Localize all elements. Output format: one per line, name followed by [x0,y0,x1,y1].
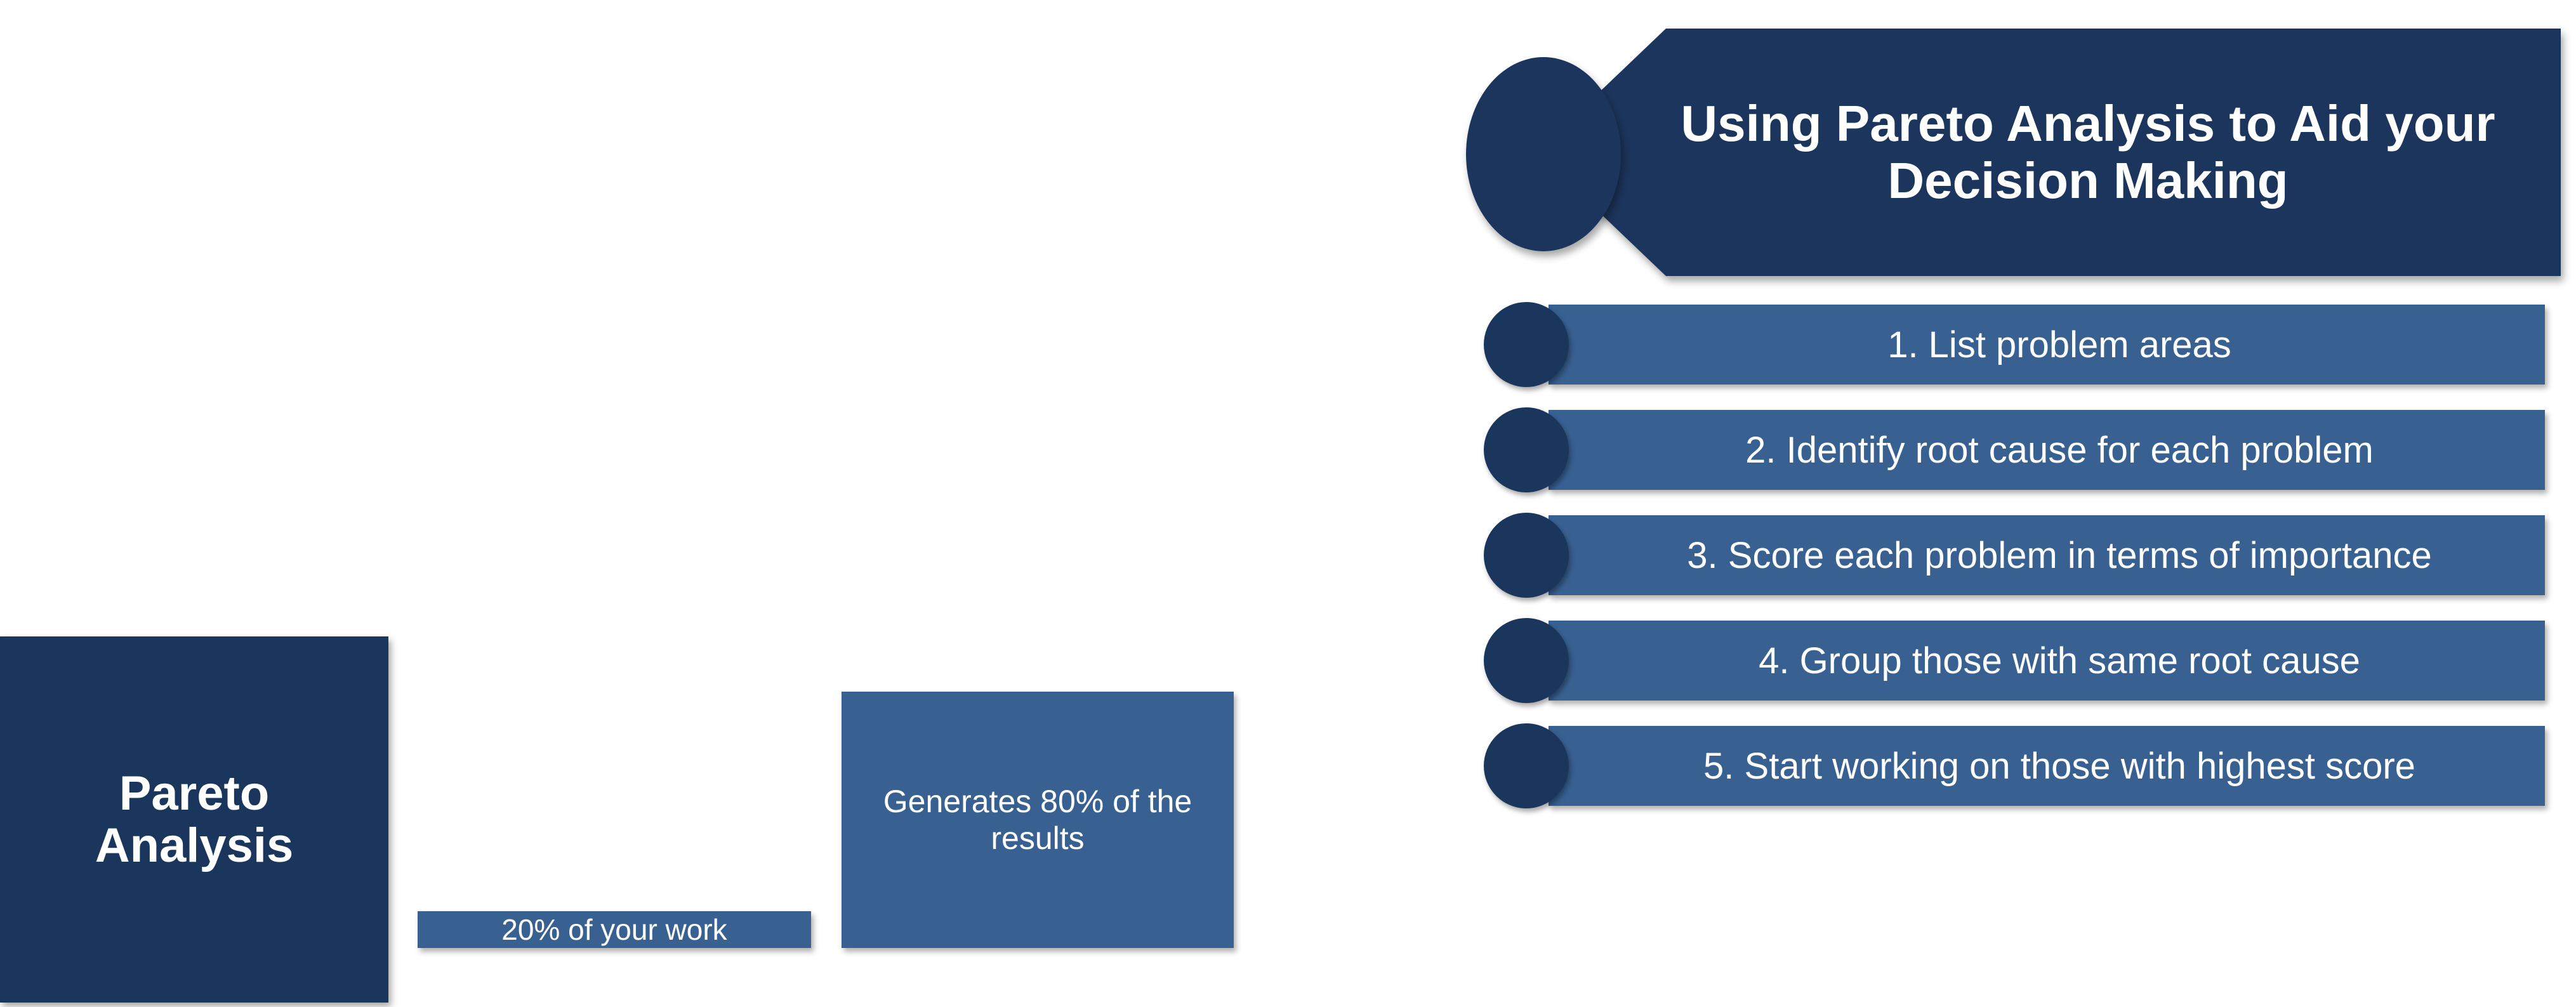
step-bar [1549,621,2545,701]
step-label: 1. List problem areas [1887,324,2231,365]
header-banner-body [1596,29,2561,276]
step-label: 4. Group those with same root cause [1759,640,2360,681]
step-bullet-circle [1484,513,1569,598]
pareto-analysis-block: Pareto Analysis [0,636,388,1003]
step-label: 3. Score each problem in terms of import… [1687,534,2432,576]
step-bar [1549,726,2545,806]
work-percentage-label: 20% of your work [501,913,727,946]
step-label: 2. Identify root cause for each problem [1745,429,2374,471]
header-banner-shape [1466,29,2561,276]
step-item: 2. Identify root cause for each problem [1479,407,2545,492]
header-title: Using Pareto Analysis to Aid your Decisi… [1681,95,2495,209]
step-bar [1549,515,2545,595]
step-bullet-circle [1484,302,1569,387]
step-bullet-circle [1484,618,1569,703]
pareto-analysis-title: Pareto Analysis [95,766,294,872]
step-item: 1. List problem areas [1479,302,2545,387]
results-percentage-label: Generates 80% of the results [883,784,1192,856]
work-percentage-bar: 20% of your work [418,911,811,948]
header-circle [1466,57,1621,251]
step-bar [1549,410,2545,490]
step-item: 3. Score each problem in terms of import… [1479,513,2545,598]
step-bar [1549,305,2545,385]
step-bullet-circle [1484,407,1569,492]
step-bullet-circle [1484,723,1569,808]
results-percentage-block: Generates 80% of the results [842,692,1234,948]
header-banner [1466,29,2561,276]
step-item: 4. Group those with same root cause [1479,618,2545,703]
step-item: 5. Start working on those with highest s… [1479,723,2545,808]
step-label: 5. Start working on those with highest s… [1703,745,2415,787]
